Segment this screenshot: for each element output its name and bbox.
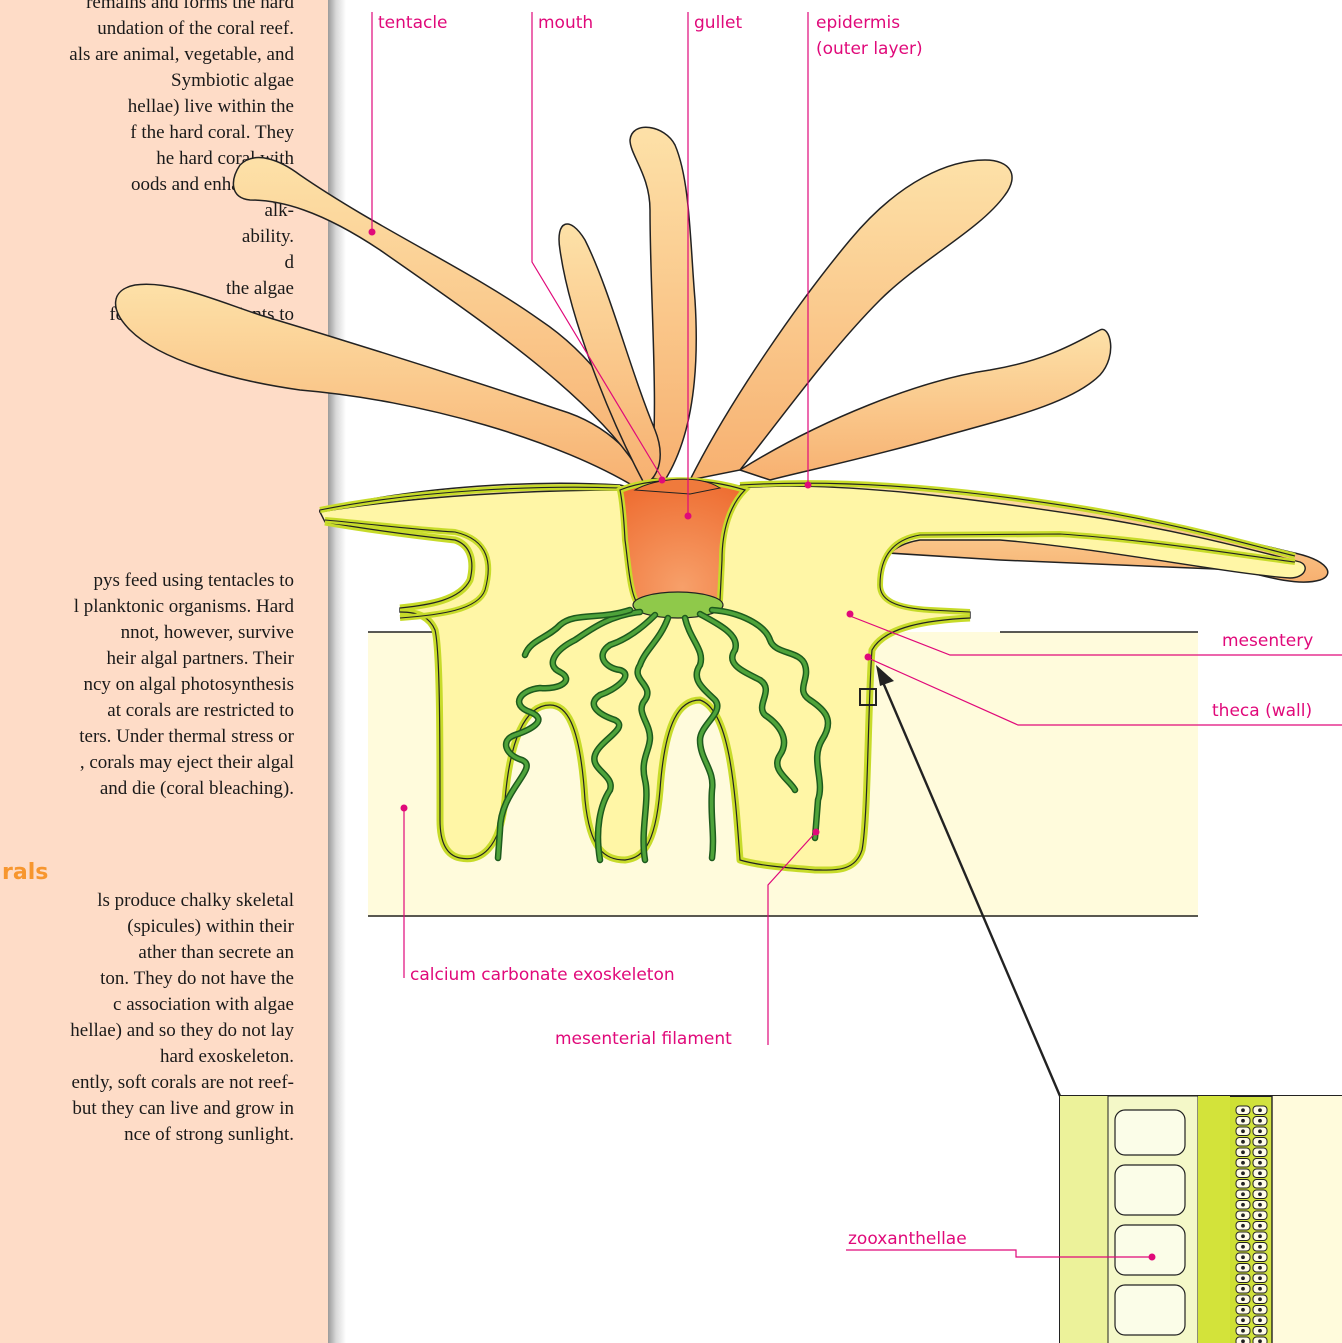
label-exoskeleton-text: calcium carbonate exoskeleton xyxy=(410,965,675,985)
cell-nucleus xyxy=(1259,1140,1262,1143)
label-epidermis-text-1: epidermis xyxy=(816,13,900,33)
label-mesentery-text: mesentery xyxy=(1222,631,1313,651)
label-epidermis-text-2: (outer layer) xyxy=(816,39,923,59)
cell-nucleus xyxy=(1259,1298,1262,1301)
cell-nucleus xyxy=(1259,1130,1262,1133)
label-theca-text: theca (wall) xyxy=(1212,701,1312,721)
cell-nucleus xyxy=(1242,1203,1245,1206)
cell-nucleus xyxy=(1242,1298,1245,1301)
cell-nucleus xyxy=(1259,1266,1262,1269)
zooxanthellae-inset xyxy=(1060,1096,1342,1343)
cell-nucleus xyxy=(1242,1214,1245,1217)
cell-nucleus xyxy=(1259,1287,1262,1290)
cell-nucleus xyxy=(1242,1329,1245,1332)
label-gullet-text: gullet xyxy=(694,13,742,33)
cell-nucleus xyxy=(1259,1193,1262,1196)
cell-nucleus xyxy=(1259,1235,1262,1238)
cell-nucleus xyxy=(1242,1109,1245,1112)
cell-nucleus xyxy=(1259,1151,1262,1154)
cell-nucleus xyxy=(1259,1161,1262,1164)
cell-nucleus xyxy=(1259,1245,1262,1248)
label-mesenterial-filament-text: mesenterial filament xyxy=(555,1029,732,1049)
cell-nucleus xyxy=(1242,1266,1245,1269)
cell-nucleus xyxy=(1259,1340,1262,1343)
cell-nucleus xyxy=(1242,1319,1245,1322)
gullet-base xyxy=(633,592,723,618)
cell-nucleus xyxy=(1259,1319,1262,1322)
cell-nucleus xyxy=(1242,1277,1245,1280)
cell-nucleus xyxy=(1259,1182,1262,1185)
cell-nucleus xyxy=(1242,1182,1245,1185)
cell-nucleus xyxy=(1242,1140,1245,1143)
cell-nucleus xyxy=(1259,1109,1262,1112)
cell-nucleus xyxy=(1242,1245,1245,1248)
cell-nucleus xyxy=(1242,1119,1245,1122)
cell-nucleus xyxy=(1242,1235,1245,1238)
label-tentacle: tentacle xyxy=(369,12,448,236)
cell-nucleus xyxy=(1259,1256,1262,1259)
label-mouth-text: mouth xyxy=(538,13,593,33)
cell-nucleus xyxy=(1259,1203,1262,1206)
cell-nucleus xyxy=(1259,1329,1262,1332)
cell-nucleus xyxy=(1242,1287,1245,1290)
label-tentacle-text: tentacle xyxy=(378,13,448,33)
cell-nucleus xyxy=(1242,1308,1245,1311)
cell-nucleus xyxy=(1259,1308,1262,1311)
cell-nucleus xyxy=(1242,1172,1245,1175)
cell-nucleus xyxy=(1259,1172,1262,1175)
cell-nucleus xyxy=(1242,1151,1245,1154)
cell-nucleus xyxy=(1242,1130,1245,1133)
cell-nucleus xyxy=(1242,1340,1245,1343)
cell-nucleus xyxy=(1259,1214,1262,1217)
cell-nucleus xyxy=(1259,1119,1262,1122)
cell-nucleus xyxy=(1259,1224,1262,1227)
cell-nucleus xyxy=(1242,1193,1245,1196)
cell-nucleus xyxy=(1242,1256,1245,1259)
cell-nucleus xyxy=(1259,1277,1262,1280)
cell-nucleus xyxy=(1242,1224,1245,1227)
cell-nucleus xyxy=(1242,1161,1245,1164)
label-zooxanthellae-text: zooxanthellae xyxy=(848,1229,967,1249)
